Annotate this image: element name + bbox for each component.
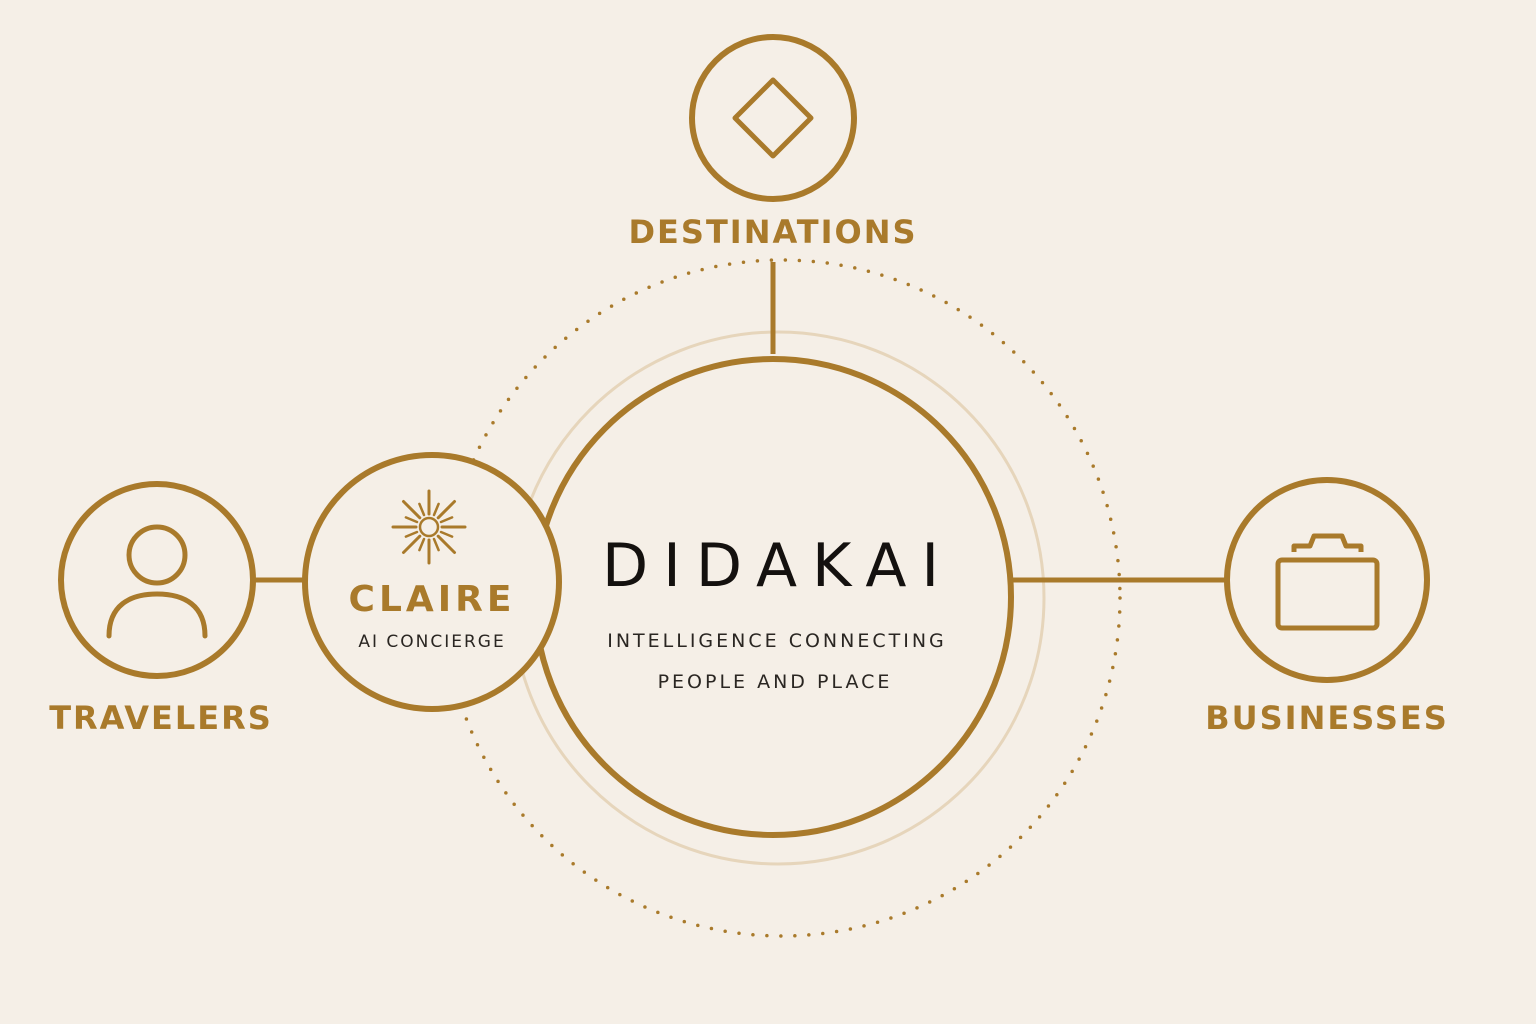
travelers-label: TRAVELERS [49, 699, 273, 737]
travelers-circle [58, 481, 256, 679]
claire-subtitle: AI CONCIERGE [358, 632, 505, 652]
starburst-ray [439, 530, 454, 538]
tagline-line-2: PEOPLE AND PLACE [658, 671, 893, 693]
destinations-label: DESTINATIONS [628, 213, 917, 251]
starburst-ray [402, 500, 422, 520]
briefcase-icon [1275, 533, 1380, 631]
starburst-ray [418, 537, 426, 552]
starburst-ray [402, 534, 422, 554]
person-icon [106, 524, 208, 639]
starburst-ray [436, 534, 456, 554]
diamond-icon [732, 77, 814, 159]
dotted-orbit-ring [442, 258, 1122, 938]
starburst-ray [432, 502, 440, 517]
claire-name: CLAIRE [349, 579, 516, 620]
starburst-ray [432, 537, 440, 552]
businesses-circle [1224, 477, 1430, 683]
tagline-line-1: INTELLIGENCE CONNECTING [607, 630, 947, 652]
starburst-icon [391, 489, 467, 565]
starburst-ray [439, 516, 454, 524]
starburst-ray [404, 530, 419, 538]
claire-circle [302, 452, 562, 712]
brand-wordmark: DIDAKAI [602, 531, 954, 601]
destinations-circle [689, 34, 857, 202]
starburst-ray [436, 500, 456, 520]
starburst-ray [418, 502, 426, 517]
starburst-ray [404, 516, 419, 524]
businesses-label: BUSINESSES [1205, 699, 1449, 737]
